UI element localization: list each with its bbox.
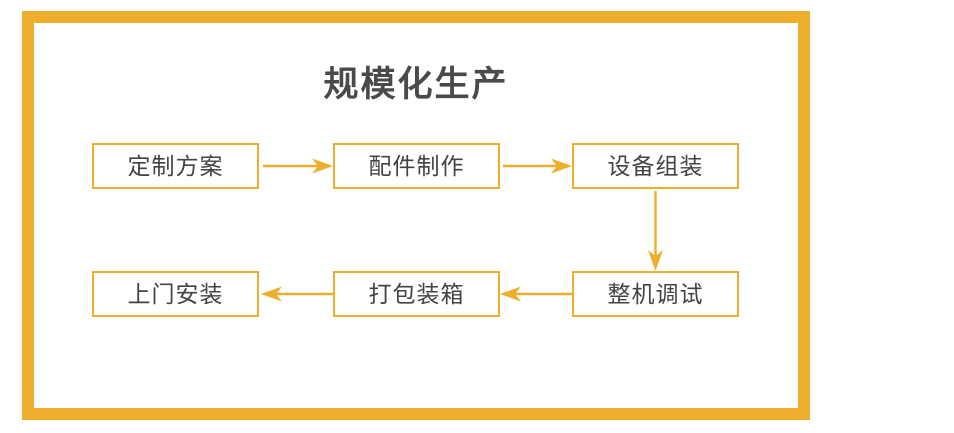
flow-arrows bbox=[261, 158, 663, 302]
flow-node-parts-manufacturing[interactable]: 配件制作 bbox=[333, 143, 500, 189]
arrow-packing-to-installation bbox=[261, 286, 333, 302]
flow-node-custom-solution[interactable]: 定制方案 bbox=[92, 143, 259, 189]
framed-panel: 规模化生产 bbox=[22, 11, 810, 420]
arrow-assembly-to-debugging bbox=[648, 191, 663, 271]
page-title: 规模化生产 bbox=[323, 65, 509, 104]
flow-node-machine-debugging[interactable]: 整机调试 bbox=[572, 271, 739, 317]
arrow-parts-to-assembly bbox=[503, 158, 572, 174]
panel-inner: 规模化生产 bbox=[34, 23, 798, 408]
flowchart: 定制方案 配件制作 设备组装 整机调试 打包装箱 上门安装 bbox=[34, 23, 798, 408]
arrow-custom-solution-to-parts bbox=[263, 158, 333, 174]
flow-node-packing-boxing[interactable]: 打包装箱 bbox=[333, 271, 500, 317]
arrow-debugging-to-packing bbox=[500, 286, 572, 302]
flow-node-equipment-assembly[interactable]: 设备组装 bbox=[572, 143, 739, 189]
flow-node-onsite-installation[interactable]: 上门安装 bbox=[92, 271, 259, 317]
